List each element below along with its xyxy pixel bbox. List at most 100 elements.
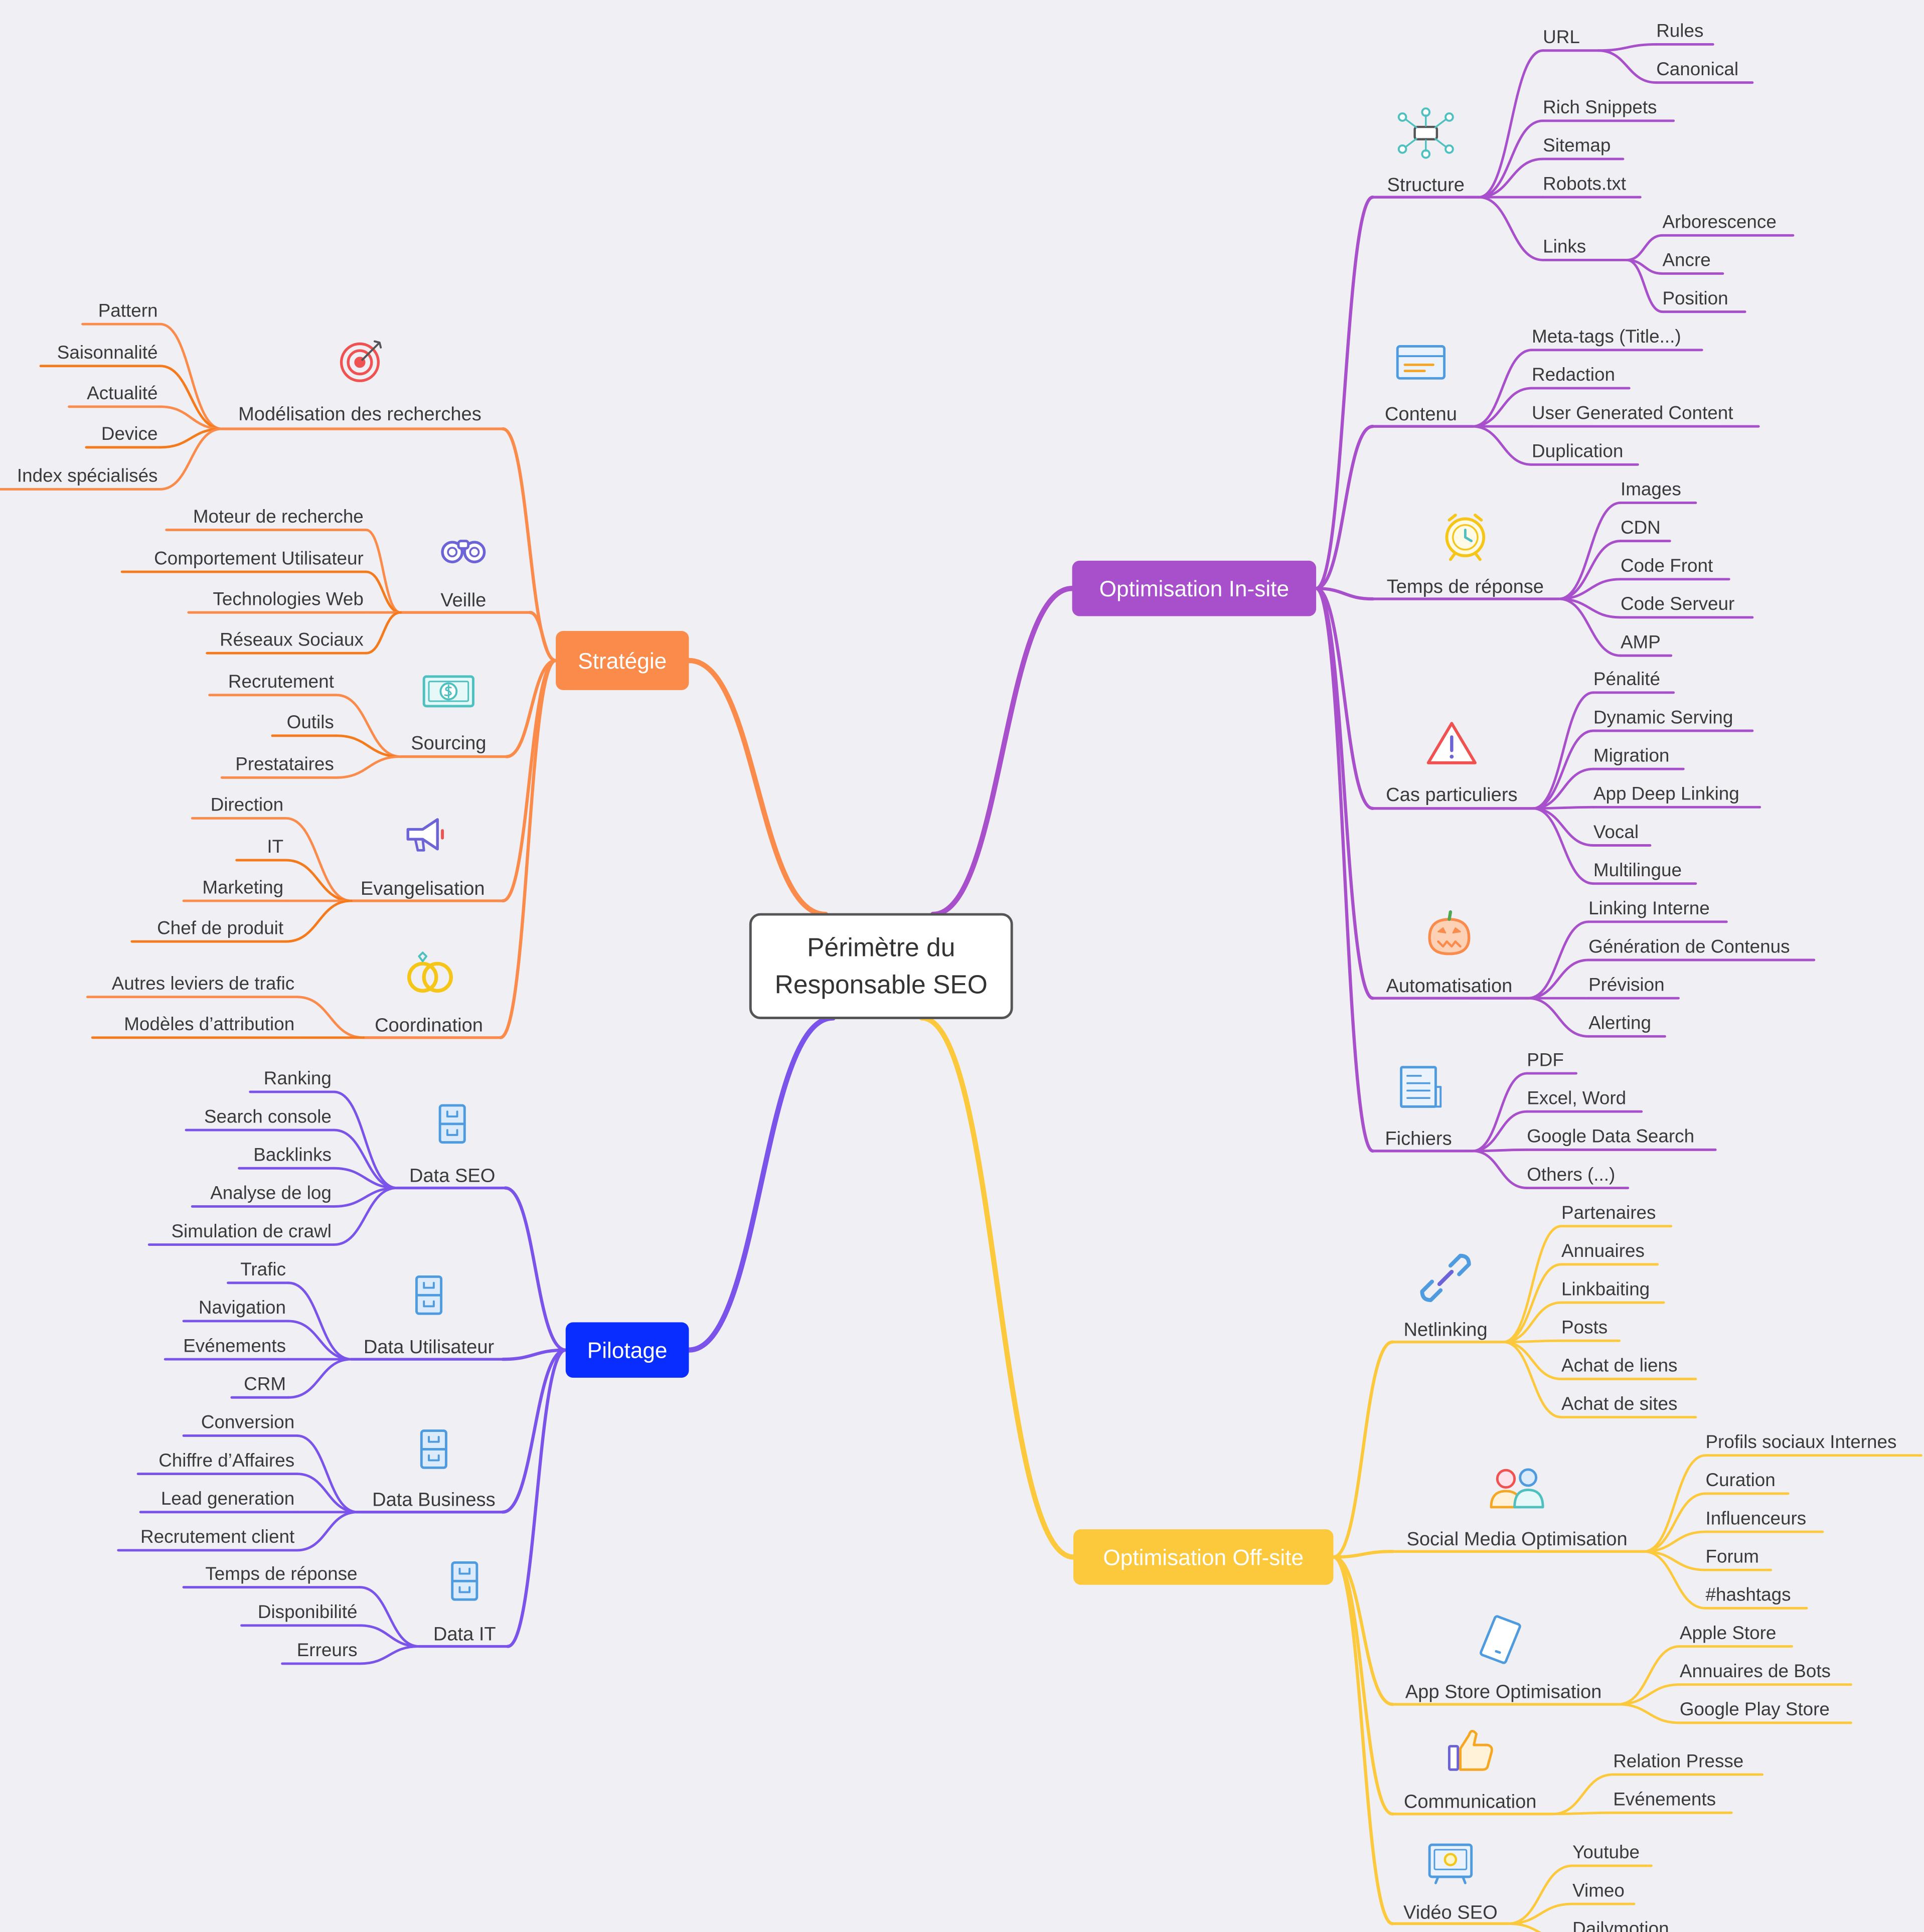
leaf-connector-curation [1643, 1492, 1707, 1553]
leaf-multilingue: Multilingue [1593, 860, 1682, 880]
leaf-saisonnalite: Saisonnalité [57, 342, 158, 363]
connector-sourcing [505, 659, 558, 758]
leaf-disponibilite: Disponibilité [258, 1601, 358, 1622]
leaf-connector-navigation [287, 1320, 353, 1361]
topic-contenu: Contenu [1385, 404, 1457, 425]
connector-evangelisation [501, 659, 558, 903]
branch-node-optimisation-in-site[interactable]: Optimisation In-site [1072, 560, 1317, 616]
leaf-dailymotion: Dailymotion [1572, 1918, 1669, 1932]
leaf-connector-redaction [1471, 387, 1533, 428]
network-icon [1397, 107, 1454, 159]
leaf-connector-url [1477, 49, 1544, 199]
leaf-connector-actualite [158, 405, 223, 430]
leaf-connector-autres-leviers-de-trafic [295, 996, 365, 1039]
connector-communication [1332, 1555, 1394, 1816]
leaf-profils-sociaux-internes: Profils sociaux Internes [1705, 1431, 1896, 1452]
phone-icon [1480, 1615, 1521, 1664]
leaf-technologies-web: Technologies Web [213, 588, 363, 609]
leaf-meta-tags-title: Meta-tags (Title...) [1532, 326, 1681, 347]
leaf-canonical: Canonical [1656, 59, 1738, 79]
leaf-posts: Posts [1561, 1317, 1608, 1337]
leaf-images: Images [1621, 479, 1681, 500]
leaf-google-data-search: Google Data Search [1527, 1126, 1694, 1147]
leaf-arborescence: Arborescence [1662, 212, 1776, 232]
connector-contenu [1314, 424, 1375, 590]
leaf-code-front: Code Front [1621, 555, 1713, 576]
topic-data-seo: Data SEO [409, 1165, 495, 1186]
money-icon [422, 675, 474, 708]
leaf-connector-excel-word [1471, 1110, 1528, 1153]
leaf-connector-recrutement-client [295, 1511, 359, 1552]
branch-node-pilotage[interactable]: Pilotage [565, 1322, 689, 1378]
connector-structure [1314, 195, 1375, 590]
leaf-connector-crm [287, 1358, 353, 1399]
branch-node-label: Pilotage [587, 1339, 668, 1363]
leaf-connector-conversion [295, 1434, 359, 1514]
document-icon [1400, 1066, 1442, 1108]
leaf-ranking: Ranking [264, 1068, 332, 1088]
topic-sourcing: Sourcing [411, 733, 486, 754]
leaf-connector-vocal [1532, 807, 1595, 847]
leaf-connector-arborescence [1625, 234, 1664, 261]
connector-netlinking [1332, 1340, 1394, 1559]
connector-automatisation [1314, 587, 1375, 1000]
leaf-navigation: Navigation [199, 1297, 286, 1318]
topic-veille: Veille [440, 590, 486, 611]
leaf-connector-outils [335, 734, 402, 758]
leaf-linking-interne: Linking Interne [1588, 898, 1710, 918]
leaf-annuaires: Annuaires [1561, 1240, 1645, 1261]
leaf-connector-simulation-de-crawl [333, 1187, 398, 1246]
leaf-connector-app-deep-linking [1532, 806, 1595, 810]
topic-evangelisation: Evangelisation [361, 878, 485, 899]
branch-node-label: Stratégie [578, 649, 667, 674]
leaf-connector-images [1557, 502, 1622, 600]
trunk-optimisation-in-site [930, 586, 1075, 917]
rings-icon [407, 951, 453, 993]
leaf-connector-generation-de-contenus [1527, 958, 1590, 1000]
leaf-dynamic-serving: Dynamic Serving [1593, 707, 1733, 727]
leaf-recrutement-client: Recrutement client [140, 1526, 294, 1547]
leaf-connector-code-front [1557, 578, 1622, 600]
connector-data-it [506, 1348, 567, 1648]
binoculars-icon [441, 540, 486, 564]
leaf-connector-achat-de-sites [1502, 1341, 1563, 1419]
leaf-modeles-d-attribution: Modèles d’attribution [124, 1014, 294, 1034]
leaf-code-serveur: Code Serveur [1621, 593, 1734, 614]
leaf-connector-temps-de-reponse [358, 1586, 420, 1648]
connector-video-seo [1332, 1555, 1394, 1925]
leaf-connector-device [158, 427, 223, 449]
leaf-influenceurs: Influenceurs [1705, 1508, 1806, 1528]
central-topic-box [749, 913, 1013, 1019]
subtopic-url: URL [1543, 27, 1580, 47]
leaf-connector-annuaires [1502, 1263, 1563, 1344]
leaf-recrutement: Recrutement [228, 671, 334, 692]
branch-node-label: Optimisation Off-site [1103, 1545, 1304, 1570]
leaf-connector-moteur-de-recherche [365, 529, 402, 614]
leaf-direction: Direction [211, 794, 283, 815]
leaf-user-generated-content: User Generated Content [1532, 402, 1733, 423]
branch-node-label: Optimisation In-site [1099, 577, 1289, 601]
leaf-connector-annuaires-de-bots [1617, 1683, 1681, 1706]
connector-modelisation-des-recherches [501, 427, 558, 663]
leaf-connector-cdn [1557, 540, 1622, 600]
leaf-rules: Rules [1656, 21, 1703, 41]
leaf-analyse-de-log: Analyse de log [210, 1183, 332, 1203]
branch-node-optimisation-off-site[interactable]: Optimisation Off-site [1073, 1529, 1334, 1585]
leaf-connector-rules [1597, 43, 1658, 52]
leaf-comportement-utilisateur: Comportement Utilisateur [154, 548, 364, 568]
branch-node-strategie[interactable]: Stratégie [556, 630, 689, 690]
leaf-connector-meta-tags-title [1471, 349, 1533, 428]
leaf-redaction: Redaction [1532, 364, 1615, 385]
leaf-evenements: Evénements [183, 1335, 286, 1356]
leaf-crm: CRM [244, 1373, 286, 1394]
topic-coordination: Coordination [375, 1015, 483, 1036]
connector-data-business [501, 1348, 567, 1514]
leaf-prevision: Prévision [1588, 974, 1665, 995]
leaf-google-play-store: Google Play Store [1680, 1699, 1830, 1719]
connector-temps-de-reponse [1314, 587, 1375, 601]
leaf-connector-saisonnalite [158, 365, 223, 430]
leaf-connector-trafic [287, 1281, 353, 1361]
